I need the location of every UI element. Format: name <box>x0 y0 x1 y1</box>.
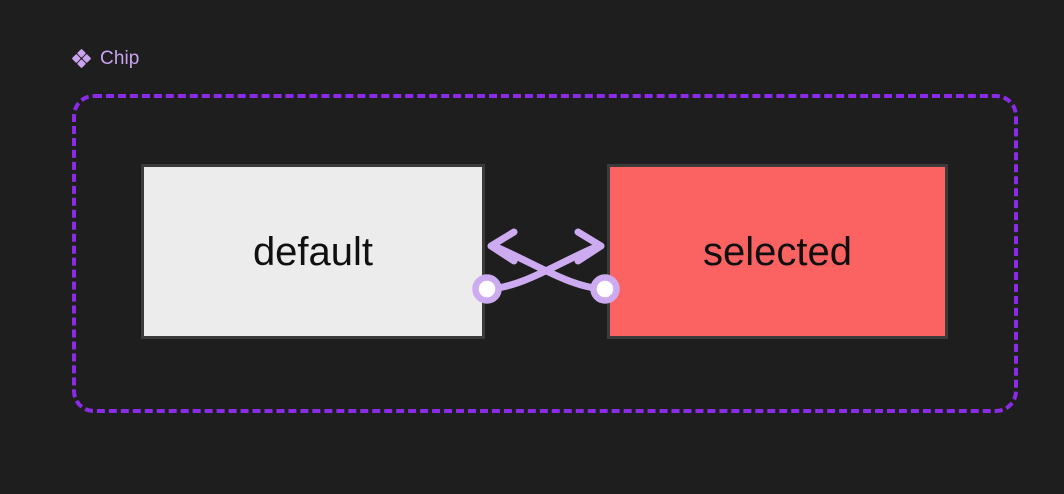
component-set-label[interactable]: Chip <box>72 44 139 72</box>
variant-node-selected[interactable]: selected <box>607 164 948 339</box>
variant-label-selected: selected <box>703 229 852 274</box>
component-set-label-text: Chip <box>100 47 140 69</box>
component-set-frame[interactable] <box>72 94 1018 413</box>
component-diamond-icon <box>72 48 91 68</box>
variant-node-default[interactable]: default <box>141 164 485 339</box>
variant-label-default: default <box>252 229 374 274</box>
